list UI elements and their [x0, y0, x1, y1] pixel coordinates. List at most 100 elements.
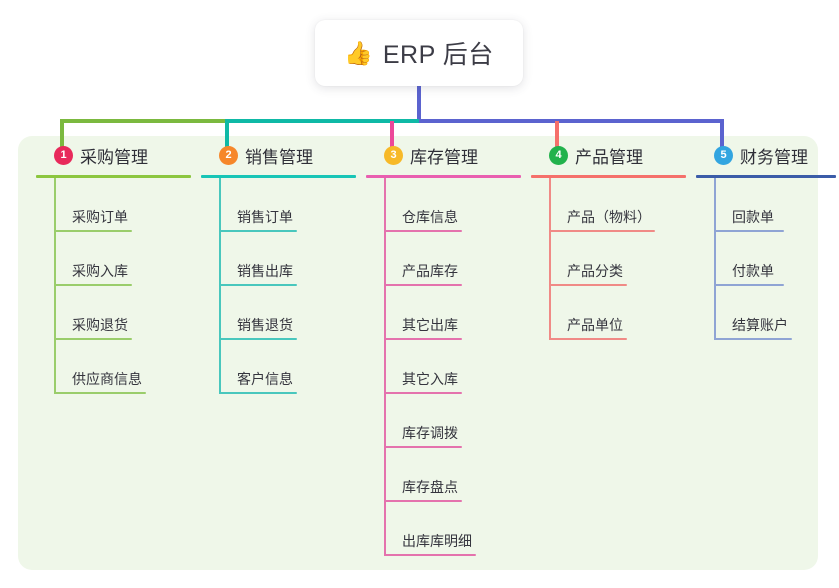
- leaf-item[interactable]: 产品库存: [384, 232, 521, 286]
- leaf-item[interactable]: 其它出库: [384, 286, 521, 340]
- root-label: ERP 后台: [382, 41, 494, 69]
- leaf-item[interactable]: 产品分类: [549, 232, 686, 286]
- column-header-4[interactable]: 4 产品管理: [531, 140, 686, 170]
- leaf-item-label: 其它入库: [402, 371, 458, 387]
- leaf-item-label: 销售订单: [237, 209, 293, 225]
- leaf-item[interactable]: 销售订单: [219, 178, 356, 232]
- leaf-item-label: 产品（物料）: [567, 209, 651, 225]
- leaf-item-rule: [714, 230, 784, 232]
- column-3: 3 库存管理仓库信息产品库存其它出库其它入库库存调拨库存盘点出库库明细: [366, 140, 521, 556]
- column-2: 2 销售管理销售订单销售出库销售退货客户信息: [201, 140, 356, 394]
- leaf-item[interactable]: 仓库信息: [384, 178, 521, 232]
- column-items-2: 销售订单销售出库销售退货客户信息: [201, 178, 356, 394]
- leaf-item[interactable]: 供应商信息: [54, 340, 191, 394]
- leaf-item-label: 仓库信息: [402, 209, 458, 225]
- leaf-item-rule: [384, 392, 462, 394]
- leaf-item-rule: [549, 338, 627, 340]
- leaf-item-label: 产品库存: [402, 263, 458, 279]
- column-items-1: 采购订单采购入库采购退货供应商信息: [36, 178, 191, 394]
- column-title-4: 产品管理: [575, 147, 643, 167]
- drop-connector-5: [720, 121, 724, 151]
- column-spine-4: [549, 178, 551, 340]
- leaf-item-rule: [384, 230, 462, 232]
- trunk-connector: [417, 86, 421, 123]
- column-title-2: 销售管理: [245, 147, 313, 167]
- leaf-item-label: 产品单位: [567, 317, 623, 333]
- leaf-item[interactable]: 产品（物料）: [549, 178, 686, 232]
- leaf-item[interactable]: 出库库明细: [384, 502, 521, 556]
- leaf-item-rule: [384, 500, 462, 502]
- column-4: 4 产品管理产品（物料） 产品分类产品单位: [531, 140, 686, 340]
- column-badge-2: 2: [219, 145, 238, 165]
- leaf-item[interactable]: 采购入库: [54, 232, 191, 286]
- leaf-item-label: 销售退货: [237, 317, 293, 333]
- leaf-item-label: 付款单: [732, 263, 774, 279]
- column-items-5: 回款单付款单结算账户: [696, 178, 836, 340]
- leaf-item[interactable]: 采购退货: [54, 286, 191, 340]
- column-header-2[interactable]: 2 销售管理: [201, 140, 356, 170]
- thumbs-up-icon: 👍: [344, 39, 373, 66]
- column-badge-3: 3: [384, 145, 403, 165]
- leaf-item-rule: [384, 338, 462, 340]
- bus-segment-teal: [225, 119, 421, 123]
- modules-panel: [18, 136, 818, 570]
- leaf-item-label: 销售出库: [237, 263, 293, 279]
- column-items-3: 仓库信息产品库存其它出库其它入库库存调拨库存盘点出库库明细: [366, 178, 521, 556]
- leaf-item[interactable]: 采购订单: [54, 178, 191, 232]
- column-items-4: 产品（物料） 产品分类产品单位: [531, 178, 686, 340]
- leaf-item-rule: [714, 338, 792, 340]
- column-spine-3: [384, 178, 386, 556]
- leaf-item[interactable]: 回款单: [714, 178, 836, 232]
- leaf-item[interactable]: 库存盘点: [384, 448, 521, 502]
- drop-connector-4: [555, 121, 559, 151]
- column-header-rule-1: [36, 175, 191, 178]
- leaf-item-label: 采购退货: [72, 317, 128, 333]
- leaf-item-rule: [714, 284, 784, 286]
- leaf-item[interactable]: 销售退货: [219, 286, 356, 340]
- leaf-item[interactable]: 付款单: [714, 232, 836, 286]
- leaf-item[interactable]: 销售出库: [219, 232, 356, 286]
- leaf-item-rule: [54, 284, 132, 286]
- leaf-item[interactable]: 库存调拨: [384, 394, 521, 448]
- leaf-item-rule: [549, 230, 655, 232]
- leaf-item-label: 库存盘点: [402, 479, 458, 495]
- column-header-rule-5: [696, 175, 836, 178]
- drop-connector-2: [225, 121, 229, 151]
- leaf-item-rule: [219, 230, 297, 232]
- leaf-item-label: 库存调拨: [402, 425, 458, 441]
- leaf-item-rule: [219, 284, 297, 286]
- leaf-item[interactable]: 客户信息: [219, 340, 356, 394]
- root-node[interactable]: 👍 ERP 后台: [315, 20, 523, 86]
- column-spine-5: [714, 178, 716, 340]
- column-badge-4: 4: [549, 145, 568, 165]
- leaf-item-rule: [384, 554, 476, 556]
- leaf-item-rule: [54, 338, 132, 340]
- leaf-item-label: 客户信息: [237, 371, 293, 387]
- column-header-rule-2: [201, 175, 356, 178]
- drop-connector-3: [390, 121, 394, 151]
- leaf-item-label: 供应商信息: [72, 371, 142, 387]
- leaf-item-rule: [219, 392, 297, 394]
- column-title-3: 库存管理: [410, 147, 478, 167]
- column-header-3[interactable]: 3 库存管理: [366, 140, 521, 170]
- drop-connector-1: [60, 121, 64, 151]
- leaf-item-rule: [54, 392, 146, 394]
- leaf-item[interactable]: 产品单位: [549, 286, 686, 340]
- leaf-item-label: 出库库明细: [402, 533, 472, 549]
- leaf-item[interactable]: 结算账户: [714, 286, 836, 340]
- leaf-item-rule: [54, 230, 132, 232]
- leaf-item[interactable]: 其它入库: [384, 340, 521, 394]
- leaf-item-label: 采购入库: [72, 263, 128, 279]
- column-badge-5: 5: [714, 145, 733, 165]
- column-spine-2: [219, 178, 221, 394]
- column-badge-1: 1: [54, 145, 73, 165]
- column-header-rule-4: [531, 175, 686, 178]
- bus-segment-green: [60, 119, 227, 123]
- column-spine-1: [54, 178, 56, 394]
- leaf-item-rule: [549, 284, 627, 286]
